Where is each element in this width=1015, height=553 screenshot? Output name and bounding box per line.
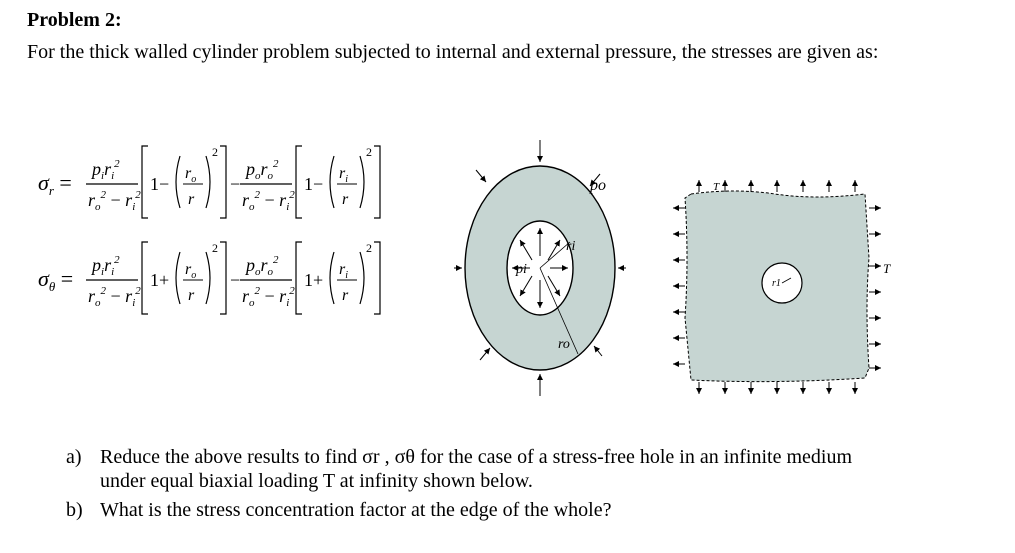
label-ro: ro (558, 337, 570, 352)
question-a-text-line2: under equal biaxial loading T at infinit… (100, 470, 533, 492)
problem-intro: For the thick walled cylinder problem su… (27, 41, 879, 63)
svg-text:−: − (230, 174, 240, 194)
svg-text:poro2: poro2 (244, 158, 279, 182)
sigma-theta-equation: σθ = piri2 ro2 − ri2 1+ ro r 2 − poro2 r… (38, 241, 381, 315)
svg-text:poro2: poro2 (244, 254, 279, 278)
label-T-right: T (883, 261, 891, 276)
svg-text:1−: 1− (150, 174, 169, 194)
svg-text:ro2 − ri2: ro2 − ri2 (242, 189, 295, 213)
svg-text:r: r (188, 191, 195, 208)
label-pi: pi (515, 262, 527, 277)
svg-text:r: r (342, 287, 349, 304)
svg-text:r: r (188, 287, 195, 304)
stress-equations: σr = piri2 ro2 − ri2 1− ro r 2 − poro2 r… (38, 145, 381, 315)
label-ri: ri (566, 239, 575, 254)
svg-text:ri: ri (339, 165, 348, 185)
svg-text:2: 2 (366, 145, 372, 159)
svg-text:2: 2 (212, 145, 218, 159)
svg-text:ro2 − ri2: ro2 − ri2 (242, 285, 295, 309)
svg-text:1+: 1+ (150, 270, 169, 290)
question-a-text-line1: Reduce the above results to find σr , σθ… (100, 446, 853, 468)
svg-text:1−: 1− (304, 174, 323, 194)
question-a-label: a) (66, 446, 82, 468)
problem-title: Problem 2: (27, 9, 122, 31)
label-po: po (589, 177, 606, 194)
svg-text:ro2 − ri2: ro2 − ri2 (88, 285, 141, 309)
thick-cylinder-figure: po pi ri ro (454, 140, 626, 396)
svg-text:2: 2 (212, 241, 218, 255)
svg-text:piri2: piri2 (90, 254, 120, 278)
svg-text:piri2: piri2 (90, 158, 120, 182)
svg-text:−: − (230, 270, 240, 290)
svg-text:ro: ro (185, 165, 196, 185)
svg-text:1+: 1+ (304, 270, 323, 290)
infinite-plate-figure: r1 T T (673, 180, 891, 394)
label-T-top: T (713, 181, 720, 193)
sigma-r-equation: σr = piri2 ro2 − ri2 1− ro r 2 − poro2 r… (38, 145, 381, 219)
svg-text:σr =: σr = (38, 170, 72, 198)
label-r1: r1 (772, 278, 781, 289)
question-b-label: b) (66, 499, 83, 521)
svg-text:r: r (342, 191, 349, 208)
svg-text:2: 2 (366, 241, 372, 255)
svg-text:ri: ri (339, 261, 348, 281)
svg-text:σθ =: σθ = (38, 266, 73, 294)
svg-text:ro2 − ri2: ro2 − ri2 (88, 189, 141, 213)
svg-text:ro: ro (185, 261, 196, 281)
question-b-text: What is the stress concentration factor … (100, 499, 612, 521)
